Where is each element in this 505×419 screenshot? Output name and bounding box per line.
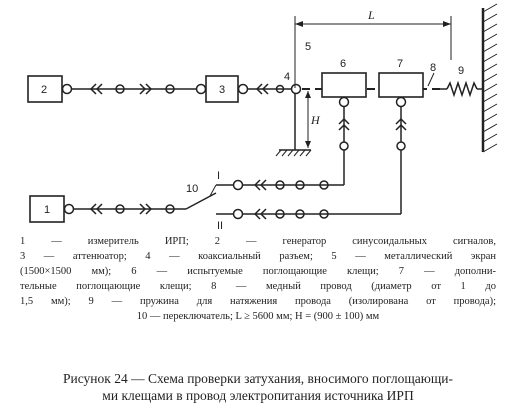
- return-cable-1: [232, 179, 344, 191]
- block-8-label: 8: [430, 62, 436, 74]
- legend-line: тельные поглощающие клещи; 8 — медный пр…: [20, 281, 496, 292]
- clamp-7-connector: [395, 96, 407, 108]
- block-1-connector: [63, 203, 75, 215]
- block-7-label: 7: [397, 58, 403, 70]
- block-10-label: 10: [186, 183, 198, 195]
- coax-connector-4: [290, 83, 302, 95]
- block-2-generator: [27, 75, 63, 103]
- block-6-label: 6: [340, 58, 346, 70]
- wall-ground-symbol: [481, 3, 498, 153]
- coax-cable-1-switch: [74, 203, 186, 215]
- block-5-label: 5: [305, 41, 311, 53]
- ground-symbol: [275, 94, 312, 157]
- absorbing-clamp-6: [321, 72, 367, 98]
- legend-line: 1,5 мм); 9 — пружина для натяжения прово…: [20, 296, 496, 307]
- clamp-7-cable: [395, 107, 407, 214]
- wire-8-leader: [427, 72, 435, 87]
- caption-line: ми клещами в провод электропитания источ…: [102, 388, 414, 403]
- caption-line: Рисунок 24 — Схема проверки затухания, в…: [63, 371, 453, 386]
- dimension-l-label: L: [367, 8, 375, 22]
- legend-line: 3 — аттенюатор; 4 — коаксиальный разъем;…: [20, 251, 496, 262]
- block-3-attenuator: [205, 75, 239, 103]
- dimension-l: L: [294, 8, 452, 88]
- block-4-label: 4: [284, 71, 290, 83]
- legend-line: (1500×1500 мм); 6 — испытуемые поглощающ…: [20, 266, 496, 277]
- block-3-right-connector: [237, 83, 249, 95]
- block-9-label: 9: [458, 65, 464, 77]
- switch-position-1-label: I: [217, 170, 220, 182]
- dimension-h-label: H: [310, 113, 321, 127]
- tension-spring-9: [440, 80, 483, 98]
- block-2-label: 2: [41, 84, 47, 96]
- block-3-left-connector: [195, 83, 207, 95]
- block-3-label: 3: [219, 84, 225, 96]
- switch-position-2-label: II: [217, 220, 223, 232]
- block-1-meter: [29, 195, 65, 223]
- figure-caption: Рисунок 24 — Схема проверки затухания, в…: [20, 370, 496, 404]
- additional-clamp-7: [378, 72, 424, 98]
- legend-line: 10 — переключатель; L ≥ 5600 мм; H = (90…: [136, 311, 380, 322]
- dimension-h: H: [305, 91, 321, 148]
- circuit-diagram: L 2 3 4 5: [27, 3, 498, 232]
- block-1-label: 1: [44, 204, 50, 216]
- legend-line: 1 — измеритель ИРП; 2 — генератор синусо…: [20, 236, 496, 247]
- figure-legend: 1 — измеритель ИРП; 2 — генератор синусо…: [20, 234, 496, 324]
- clamp-6-connector: [338, 96, 350, 108]
- clamp-6-cable: [338, 107, 350, 185]
- coax-cable-2-3: [72, 83, 197, 95]
- switch-10: [185, 184, 234, 215]
- coax-cable-3-4: [248, 83, 291, 95]
- return-cable-2: [232, 208, 401, 220]
- block-2-connector: [61, 83, 73, 95]
